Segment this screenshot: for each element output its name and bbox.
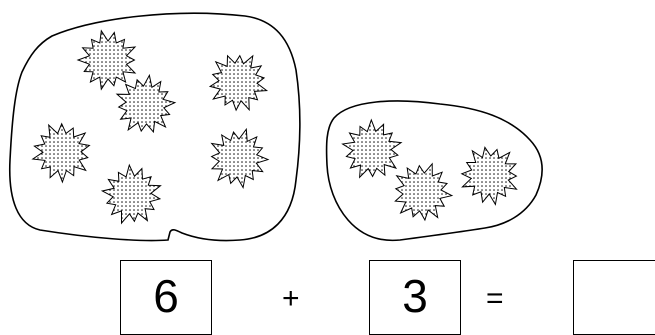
group-1-star-burst-icon <box>208 54 269 112</box>
group-1-star-burst-icon <box>115 73 177 134</box>
group-1-outline <box>8 12 301 242</box>
group-1-star-burst-icon <box>210 127 270 190</box>
addend-1-value: 6 <box>153 270 179 322</box>
equals-sign: = <box>486 282 504 315</box>
addend-1-box: 6 <box>120 260 212 335</box>
group-2-star-burst-icon <box>341 118 403 179</box>
addend-2-value: 3 <box>402 270 428 322</box>
group-2-star-burst-icon <box>394 162 454 222</box>
group-1-star-burst-icon <box>76 29 137 91</box>
plus-sign: + <box>282 282 300 315</box>
group-2-star-burst-icon <box>460 146 518 206</box>
answer-box[interactable] <box>573 260 655 335</box>
group-1-star-burst-icon <box>31 122 91 184</box>
addend-2-box: 3 <box>369 260 461 335</box>
group-1-star-burst-icon <box>100 163 162 225</box>
group-2-outline <box>325 100 543 242</box>
